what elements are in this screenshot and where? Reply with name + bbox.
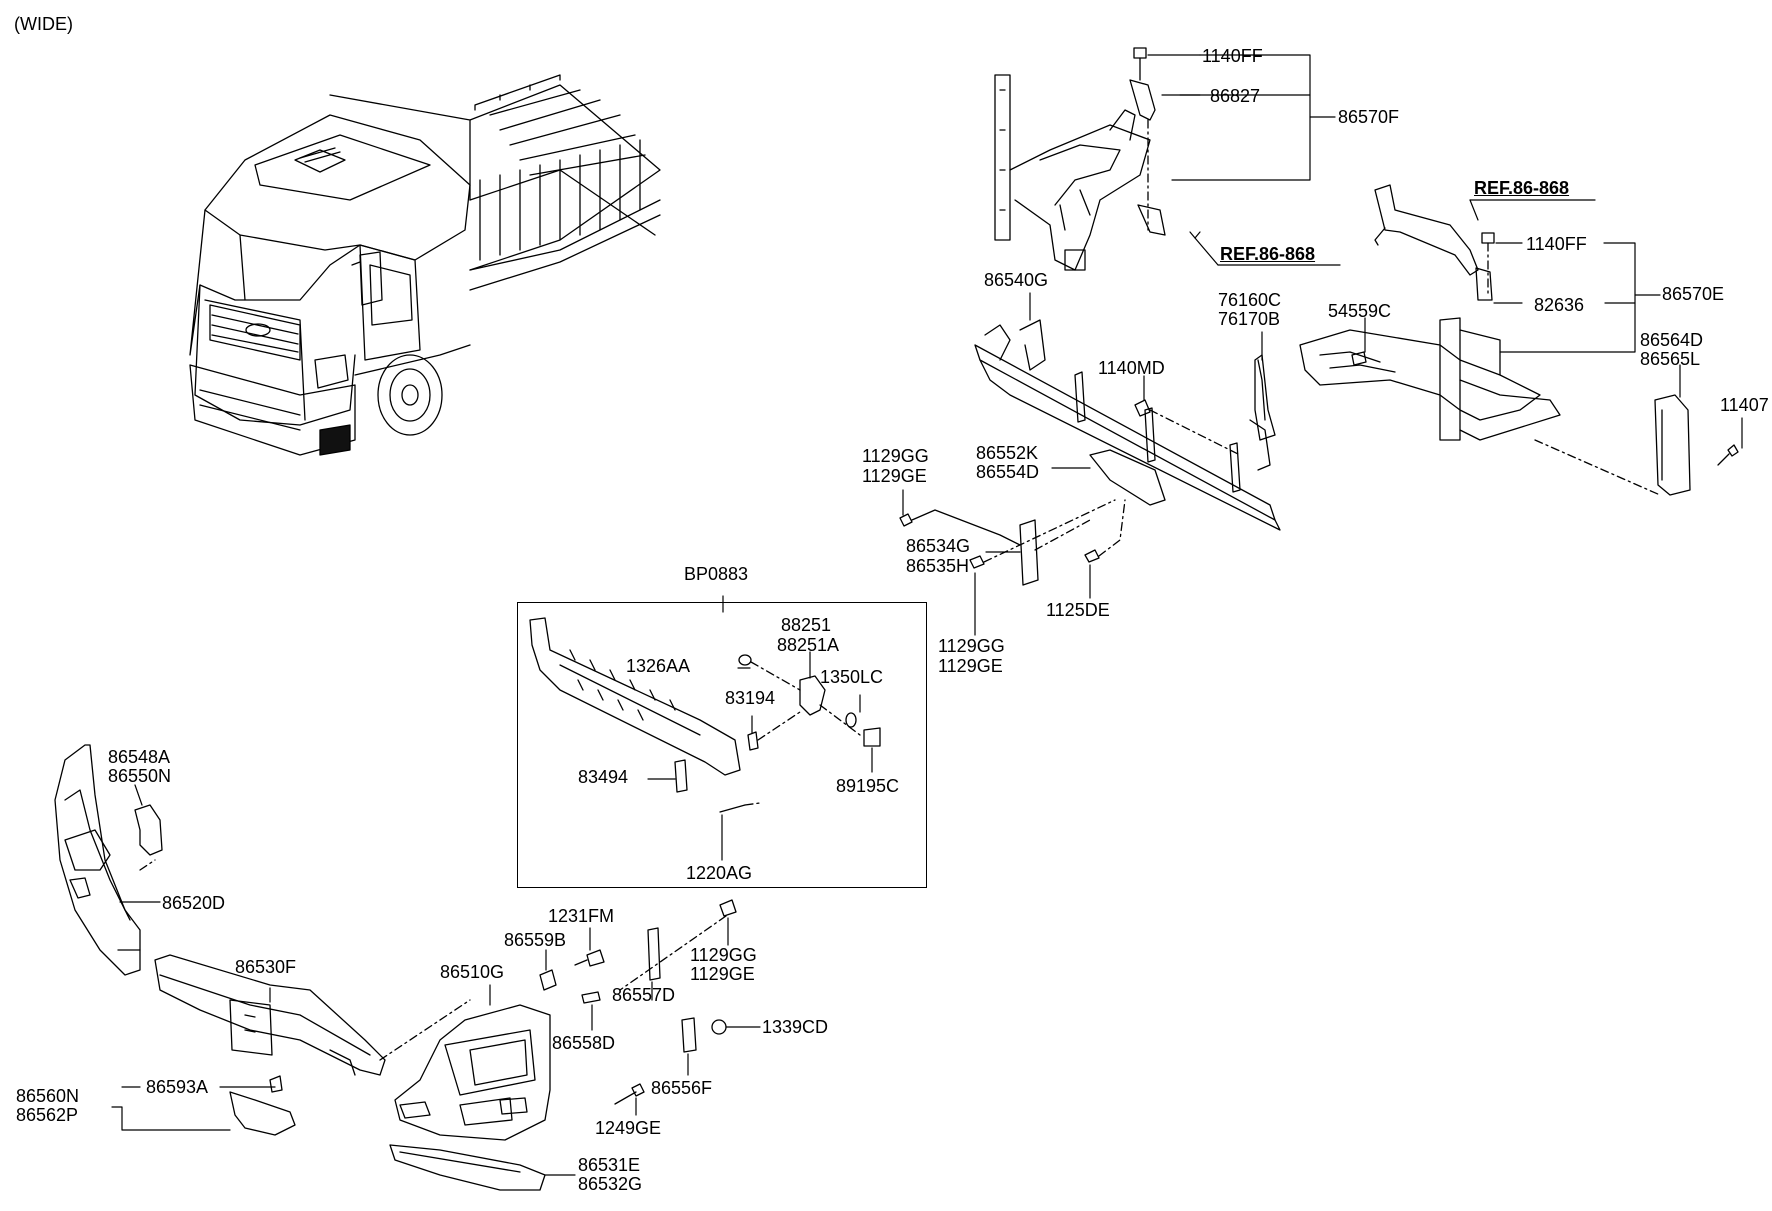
part-label-1140ff: 1140FF <box>1202 46 1263 66</box>
part-label-86559b: 86559B <box>504 930 567 950</box>
part-label-1129gg: 1129GG <box>862 446 929 466</box>
part-label-1129ge: 1129GE <box>938 656 1003 676</box>
truck-illustration <box>189 74 661 456</box>
part-label-86570e: 86570E <box>1662 284 1725 304</box>
part-label-86520d: 86520D <box>162 893 226 913</box>
part-label-86560n: 86560N <box>16 1086 80 1106</box>
part-label-86531e: 86531E <box>578 1155 641 1175</box>
part-label-1140md: 1140MD <box>1098 358 1165 378</box>
part-label-86534g: 86534G <box>906 536 971 556</box>
part-label-86570f: 86570F <box>1338 107 1400 127</box>
part-label-86510g: 86510G <box>440 962 505 982</box>
kit-box-bp0883 <box>517 602 927 888</box>
bracket-assembly-86570e <box>1299 184 1739 496</box>
part-label-1350lc: 1350LC <box>820 667 884 687</box>
reference-label: REF.86-868 <box>1220 244 1316 264</box>
variant-label: (WIDE) <box>14 14 73 34</box>
cross-beam-assembly <box>974 319 1281 531</box>
part-label-86535h: 86535H <box>906 556 970 576</box>
part-label-1220ag: 1220AG <box>686 863 753 883</box>
part-label-11407: 11407 <box>1720 395 1769 415</box>
bumper-corner-86510g <box>389 1004 551 1191</box>
part-label-83494: 83494 <box>578 767 629 787</box>
part-label-82636: 82636 <box>1534 295 1585 315</box>
part-label-86548a: 86548A <box>108 747 171 767</box>
part-label-86562p: 86562P <box>16 1105 79 1125</box>
part-label-86558d: 86558D <box>552 1033 616 1053</box>
part-label-1231fm: 1231FM <box>548 906 615 926</box>
bracket-assembly-86570f <box>994 47 1166 271</box>
part-label-88251: 88251 <box>781 615 832 635</box>
part-label-86556f: 86556F <box>651 1078 713 1098</box>
kit-code-label: BP0883 <box>684 564 749 584</box>
part-label-54559c: 54559C <box>1328 301 1392 321</box>
part-label-86540g: 86540G <box>984 270 1049 290</box>
part-label-88251a: 88251A <box>777 635 840 655</box>
leader-lines <box>111 54 1743 1176</box>
part-label-1129ge: 1129GE <box>862 466 927 486</box>
part-label-1125de: 1125DE <box>1046 600 1110 620</box>
part-label-1129gg: 1129GG <box>938 636 1005 656</box>
part-label-1326aa: 1326AA <box>626 656 691 676</box>
part-label-76160c: 76160C <box>1218 290 1282 310</box>
part-label-89195c: 89195C <box>836 776 900 796</box>
part-label-1129gg: 1129GG <box>690 945 757 965</box>
corner-panel-86520d <box>54 744 163 976</box>
part-label-1129ge: 1129GE <box>690 964 755 984</box>
bracket-kit-bp0883 <box>529 617 881 813</box>
part-label-86554d: 86554D <box>976 462 1040 482</box>
part-label-1249ge: 1249GE <box>595 1118 662 1138</box>
part-label-86557d: 86557D <box>612 985 676 1005</box>
part-label-86552k: 86552K <box>976 443 1039 463</box>
part-label-76170b: 76170B <box>1218 309 1281 329</box>
part-label-83194: 83194 <box>725 688 776 708</box>
front-panel-86530f <box>154 954 471 1076</box>
part-label-86827: 86827 <box>1210 86 1261 106</box>
part-label-86550n: 86550N <box>108 766 172 786</box>
middle-brackets <box>899 449 1166 586</box>
part-label-86564d: 86564D <box>1640 330 1704 350</box>
part-label-1339cd: 1339CD <box>762 1017 829 1037</box>
part-label-86532g: 86532G <box>578 1174 643 1194</box>
reference-label: REF.86-868 <box>1474 178 1570 198</box>
part-label-86530f: 86530F <box>235 957 297 977</box>
bumper-fasteners <box>229 899 737 1136</box>
part-label-86565l: 86565L <box>1640 349 1701 369</box>
part-label-86593a: 86593A <box>146 1077 209 1097</box>
part-label-1140ff: 1140FF <box>1526 234 1587 254</box>
